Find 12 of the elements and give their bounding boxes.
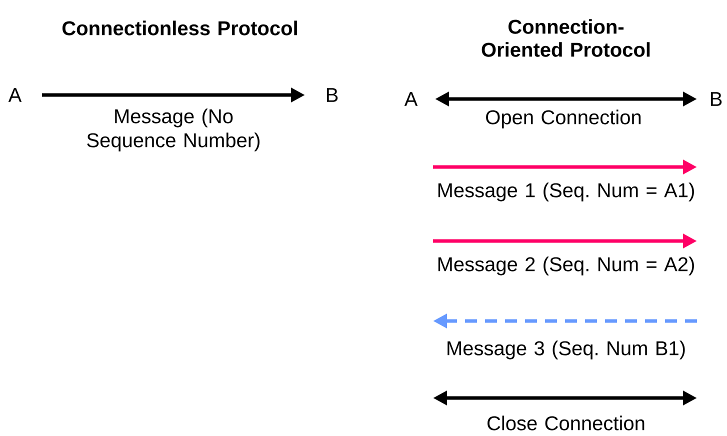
edge-label: Open Connection bbox=[486, 110, 641, 128]
message-label: Message 3 (Seq. Num B1) bbox=[448, 340, 685, 360]
column-heading: Connection-Oriented Protocol bbox=[482, 19, 650, 57]
column-heading: Connectionless Protocol bbox=[62, 20, 297, 36]
message-label: Message 1 (Seq. Num = A1) bbox=[438, 182, 694, 202]
message-label: Close Connection bbox=[488, 416, 644, 430]
endpoint-label: A bbox=[8, 88, 22, 102]
message-label: Message 2 (Seq. Num = A2) bbox=[438, 256, 694, 276]
endpoint-label: B bbox=[711, 92, 722, 106]
endpoint-label: B bbox=[326, 88, 338, 102]
edge-label: Message (No Sequence Number) bbox=[87, 108, 260, 152]
endpoint-label: A bbox=[404, 92, 418, 106]
